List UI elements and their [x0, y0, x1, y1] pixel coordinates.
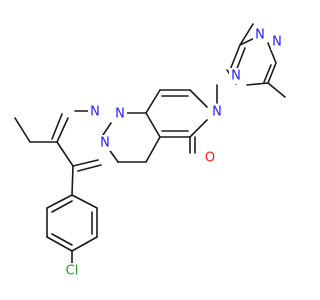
atom-label-n: N [255, 28, 265, 43]
bond [267, 62, 277, 84]
atom-label-n: N [272, 35, 282, 50]
molecule-drawing: N N N N O N N N Cl [14, 23, 286, 279]
bond [267, 82, 286, 98]
bond [72, 159, 99, 167]
bond [51, 200, 73, 213]
bond [14, 117, 31, 143]
bond [71, 194, 98, 209]
bond [71, 236, 98, 252]
bond [145, 112, 161, 138]
atom-label-n: N [231, 69, 241, 84]
atom-label-n: N [90, 105, 100, 120]
structure-diagram: N N N N O N N N Cl [14, 23, 286, 279]
bond [263, 64, 272, 83]
bonds [14, 23, 286, 269]
bond [56, 141, 74, 167]
bond [267, 42, 277, 64]
bond [189, 89, 208, 108]
bond [71, 165, 74, 196]
atom-labels: N N N N O N N N Cl [62, 27, 285, 279]
bond [102, 122, 112, 136]
atom-label-o: O [205, 151, 215, 166]
atom-label-cl: Cl [66, 264, 79, 279]
bond [235, 47, 246, 72]
bond [56, 117, 69, 143]
bond [145, 136, 161, 163]
bond [51, 233, 73, 246]
atom-label-n: N [212, 105, 222, 120]
bond [46, 194, 73, 209]
atom-label-n: N [115, 107, 125, 122]
bond [189, 119, 208, 138]
bond [77, 164, 102, 172]
bond [246, 82, 269, 86]
bond [239, 23, 254, 46]
bond [51, 113, 63, 140]
bond [229, 44, 241, 71]
atom-label-n: N [100, 136, 110, 151]
bond [145, 89, 161, 114]
bond [46, 236, 73, 252]
